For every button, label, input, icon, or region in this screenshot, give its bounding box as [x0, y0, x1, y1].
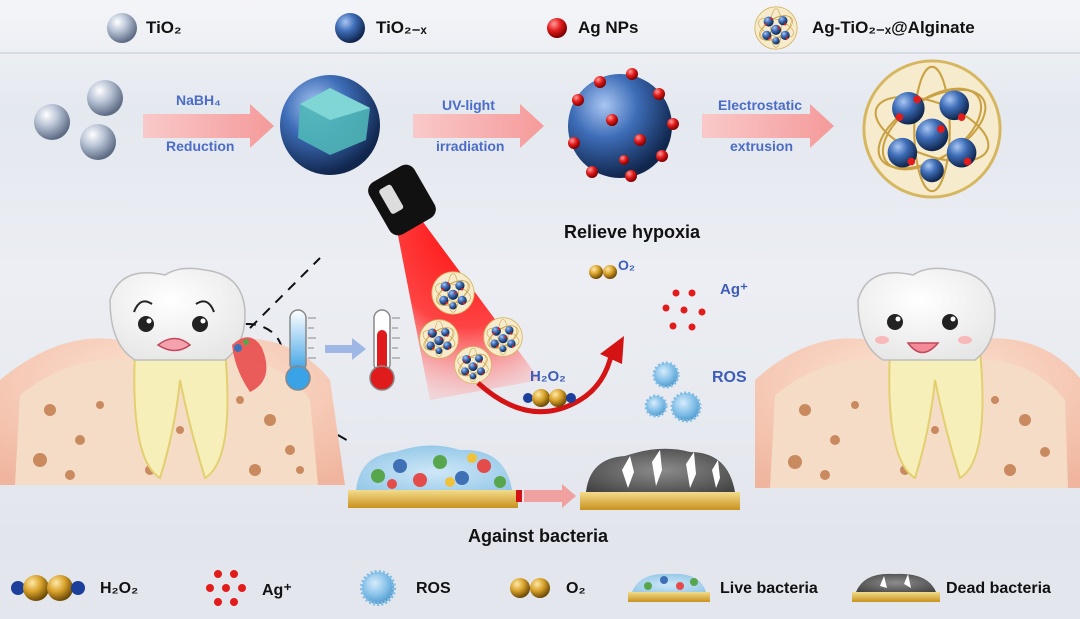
- h2o2-legend-icon: [11, 575, 85, 601]
- tio2x-legend-icon: [335, 13, 365, 43]
- alginate-bead: [862, 59, 1002, 199]
- ros-legend-icon: [360, 570, 396, 606]
- dead-bacteria-legend-icon: [852, 573, 940, 602]
- h2o2-legend-label: H₂O₂: [100, 580, 139, 597]
- step2-reagent: UV-light: [442, 97, 495, 113]
- ag-ion-cluster: [662, 289, 706, 331]
- cold-thermometer-icon: [285, 309, 316, 391]
- healthy-tooth: [755, 267, 1080, 488]
- step1-reagent: NaBH₄: [176, 92, 221, 108]
- h2o2-molecule: [523, 389, 576, 407]
- against-bacteria-label: Against bacteria: [468, 526, 609, 546]
- step2-action: irradiation: [436, 138, 505, 154]
- sick-tooth: [0, 267, 345, 485]
- ag-ion-legend-label: Ag⁺: [262, 582, 292, 599]
- live-bacteria-biofilm: [348, 445, 518, 508]
- step1-action: Reduction: [166, 138, 235, 154]
- tio2x-sphere: [280, 75, 380, 175]
- process-arrow-1: [143, 104, 274, 148]
- alginate-legend-icon: [754, 6, 798, 50]
- live-bacteria-legend-icon: [628, 573, 710, 602]
- ros-legend-label: ROS: [416, 580, 451, 597]
- tio2-particles: [34, 80, 123, 160]
- h2o2-label: H₂O₂: [530, 368, 566, 385]
- ros-cluster: [644, 361, 702, 423]
- ros-label: ROS: [712, 369, 747, 386]
- tio2-legend-label: TiO₂: [146, 18, 182, 37]
- relieve-hypoxia-label: Relieve hypoxia: [564, 222, 701, 242]
- ag-tio2x-sphere: [568, 68, 679, 182]
- process-arrow-3: [702, 104, 834, 148]
- o2-legend-label: O₂: [566, 580, 586, 597]
- reaction-arrow: [476, 336, 624, 415]
- process-arrow-2: [413, 104, 544, 148]
- ag-ion-legend-icon: [206, 570, 246, 606]
- ag-nps-legend-icon: [547, 18, 567, 38]
- ag-nps-legend-label: Ag NPs: [578, 18, 639, 37]
- tio2-legend-icon: [107, 13, 137, 43]
- kill-arrow: [516, 484, 576, 508]
- dead-bacteria-legend-label: Dead bacteria: [946, 580, 1051, 597]
- dead-bacteria-biofilm: [580, 448, 740, 510]
- heat-arrow: [325, 338, 366, 360]
- o2-label: O₂: [618, 257, 636, 273]
- o2-molecule: [589, 265, 617, 279]
- hot-thermometer-icon: [369, 309, 400, 391]
- alginate-legend-label: Ag-TiO₂₋ₓ@Alginate: [812, 18, 975, 37]
- live-bacteria-legend-label: Live bacteria: [720, 580, 818, 597]
- step3-action: extrusion: [730, 138, 794, 154]
- step3-reagent: Electrostatic: [718, 97, 803, 113]
- tio2x-legend-label: TiO₂₋ₓ: [376, 18, 427, 37]
- ag-ion-label: Ag⁺: [720, 281, 748, 298]
- o2-legend-icon: [510, 578, 550, 598]
